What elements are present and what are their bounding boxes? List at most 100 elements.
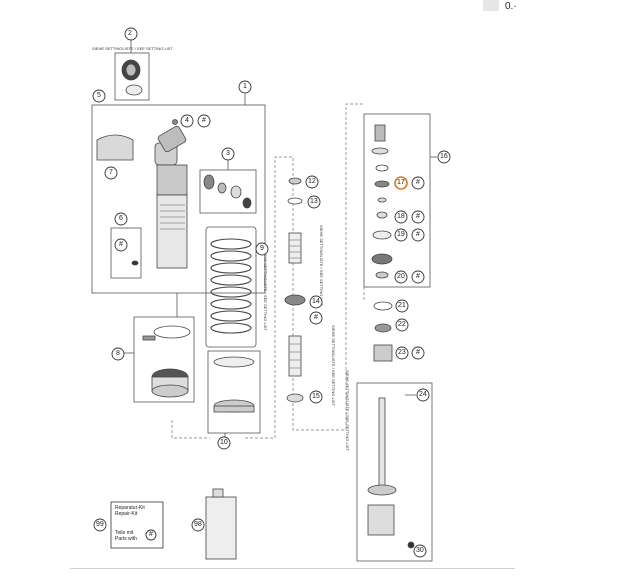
- part-12-image: [288, 177, 302, 185]
- callout-20[interactable]: 20: [397, 273, 405, 280]
- ref-mark-4: #: [202, 117, 206, 124]
- dust-cover: [96, 134, 134, 161]
- zoom-button[interactable]: [483, 0, 499, 11]
- callout-23-ref-circle: [411, 346, 425, 360]
- callout-30-circle: [413, 544, 427, 558]
- part-24-frame: [356, 382, 433, 562]
- setting-list-note-top: SIEHE SETTINGLISTE / SEE SETTING LIST: [92, 46, 173, 51]
- callout-30[interactable]: 30: [416, 547, 424, 554]
- spring-frame: [205, 226, 257, 348]
- zoom-level-text: 0.·: [505, 1, 517, 12]
- part-8-clamp: [153, 325, 191, 339]
- callout-17-highlight-circle: [394, 176, 408, 190]
- part-6-image: [131, 260, 139, 266]
- callout-17[interactable]: 17: [397, 179, 405, 186]
- part-22-image: [374, 323, 392, 333]
- part-23-image: [373, 344, 393, 362]
- callout-15[interactable]: 15: [312, 393, 320, 400]
- callout-1[interactable]: 1: [243, 83, 247, 90]
- shock-absorber-group-frame: [91, 104, 266, 294]
- callout-5[interactable]: 5: [97, 92, 101, 99]
- callout-13[interactable]: 13: [310, 198, 318, 205]
- bottom-divider: [70, 568, 515, 569]
- callout-9-circle: [255, 242, 269, 256]
- callout-2[interactable]: 2: [128, 30, 132, 37]
- reservoir-cap: [157, 125, 187, 153]
- callout-18-ref-circle: [411, 210, 425, 224]
- callout-6[interactable]: 6: [119, 215, 123, 222]
- callout-6-ref-circle: [114, 238, 128, 252]
- callout-17-ref-circle: [411, 176, 425, 190]
- callout-20-circle: [394, 270, 408, 284]
- kit-parts-de: Teile mit: [115, 530, 134, 536]
- callout-14-circle: [309, 295, 323, 309]
- callout-15-circle: [309, 390, 323, 404]
- ref-mark-23: #: [416, 349, 420, 356]
- callout-16[interactable]: 16: [440, 153, 448, 160]
- callout-98[interactable]: 98: [194, 521, 202, 528]
- ref-mark-19: #: [416, 231, 420, 238]
- shim-stack-upper: [288, 232, 302, 264]
- callout-7-circle: [104, 166, 118, 180]
- ref-mark-20: #: [416, 273, 420, 280]
- part-2-frame: [114, 52, 150, 101]
- callout-4-circle: [180, 114, 194, 128]
- callout-21[interactable]: 21: [398, 302, 406, 309]
- callout-23-circle: [395, 346, 409, 360]
- callout-6-circle: [114, 212, 128, 226]
- callout-3-circle: [221, 147, 235, 161]
- rod-eye: [367, 504, 395, 536]
- kit-title-de: Reparatur-Kit: [115, 505, 145, 511]
- callout-10[interactable]: 10: [220, 439, 228, 446]
- callout-24[interactable]: 24: [419, 391, 427, 398]
- part-4-image: [172, 119, 178, 125]
- callout-22[interactable]: 22: [398, 321, 406, 328]
- kit-title-en: Repair-Kit: [115, 511, 138, 517]
- part-14-image: [284, 294, 306, 306]
- callout-9[interactable]: 9: [260, 245, 264, 252]
- callout-19[interactable]: 19: [397, 231, 405, 238]
- callout-14[interactable]: 14: [312, 298, 320, 305]
- callout-19-ref-circle: [411, 228, 425, 242]
- callout-4[interactable]: 4: [185, 117, 189, 124]
- callout-18-circle: [394, 210, 408, 224]
- callout-21-circle: [395, 299, 409, 313]
- callout-3[interactable]: 3: [226, 150, 230, 157]
- callout-8[interactable]: 8: [116, 350, 120, 357]
- part-13-image: [287, 197, 303, 205]
- callout-14-ref-circle: [309, 311, 323, 325]
- spring-coils: [210, 238, 252, 334]
- kit-ref-circle: [145, 529, 157, 541]
- ref-mark-kit: #: [149, 531, 153, 538]
- callout-8-circle: [111, 347, 125, 361]
- callout-5-circle: [92, 89, 106, 103]
- ref-mark-6: #: [119, 241, 123, 248]
- shock-cylinder: [156, 194, 188, 269]
- part-21-image: [373, 301, 393, 311]
- callout-19-circle: [394, 228, 408, 242]
- callout-24-circle: [416, 388, 430, 402]
- oil-can-image: [205, 496, 237, 560]
- callout-98-circle: [191, 518, 205, 532]
- callout-22-circle: [395, 318, 409, 332]
- part-15-image: [286, 393, 304, 403]
- callout-7[interactable]: 7: [109, 169, 113, 176]
- callout-99-circle: [93, 518, 107, 532]
- part-16-spring: [374, 124, 386, 142]
- part-8-frame: [133, 316, 195, 403]
- callout-18[interactable]: 18: [397, 213, 405, 220]
- callout-1-circle: [238, 80, 252, 94]
- ref-mark-17: #: [416, 179, 420, 186]
- callout-99[interactable]: 99: [96, 521, 104, 528]
- part-16-frame: [363, 113, 431, 288]
- callout-12[interactable]: 12: [308, 178, 316, 185]
- callout-23[interactable]: 23: [398, 349, 406, 356]
- repair-kit-card-frame: [110, 501, 164, 549]
- part-6-frame: [110, 227, 142, 279]
- callout-10-circle: [217, 436, 231, 450]
- ref-mark-14: #: [314, 314, 318, 321]
- callout-16-circle: [437, 150, 451, 164]
